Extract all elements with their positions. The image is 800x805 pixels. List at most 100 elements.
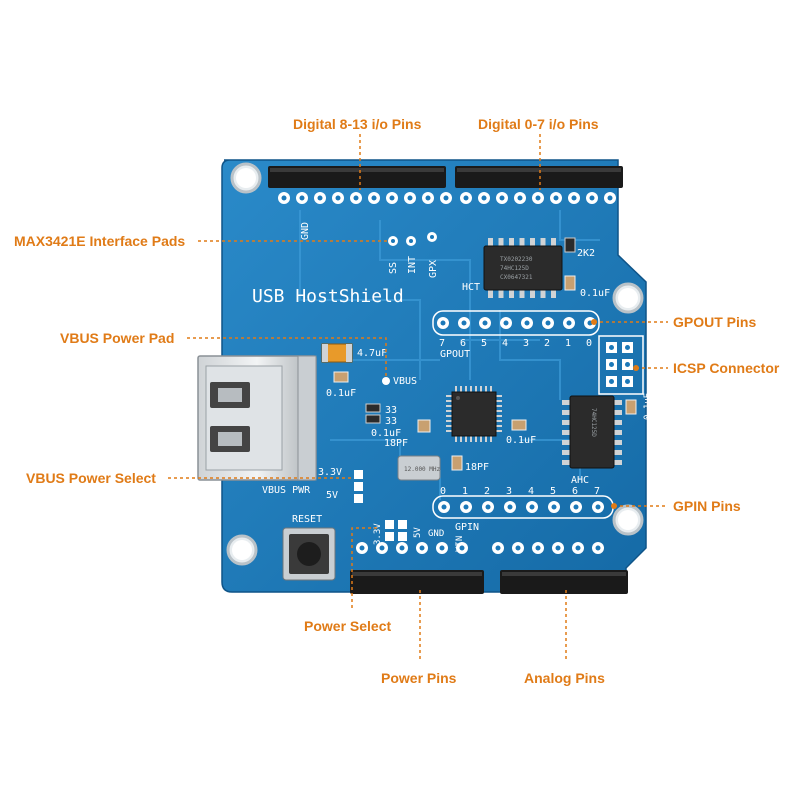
gpout-outline — [432, 310, 600, 336]
gpout-number: 5 — [481, 338, 487, 349]
gpout-number: 4 — [502, 338, 508, 349]
power-pad-hole — [419, 545, 425, 551]
top-pad-hole — [299, 195, 305, 201]
mcu-pin — [470, 386, 472, 392]
gpout-number: 7 — [439, 338, 445, 349]
gpout-pad-hole — [461, 320, 467, 326]
icsp-pad-hole — [625, 362, 630, 367]
gpin-pads — [438, 501, 604, 513]
gpin-pad-hole — [573, 504, 579, 510]
ic1-pin — [551, 288, 556, 298]
silk-vbus-pwr: VBUS PWR — [262, 485, 311, 496]
max3421e-pads — [388, 232, 437, 246]
top-pad-hole — [553, 195, 559, 201]
icsp-pad-hole — [609, 345, 614, 350]
ic2-pin — [614, 420, 622, 425]
silk-01uf-mcu: 0.1uF — [506, 435, 536, 446]
gpout-number: 3 — [523, 338, 529, 349]
ic1-pin — [540, 288, 546, 298]
analog-pad-hole — [515, 545, 521, 551]
cap-mcu — [511, 419, 527, 431]
top-pad-hole — [535, 195, 541, 201]
mcu-pin — [446, 395, 452, 397]
ic2-pin — [614, 430, 622, 435]
gpout-pads — [437, 317, 596, 329]
analog-pad-hole — [575, 545, 581, 551]
mcu-pin — [465, 436, 467, 442]
resistor-33a — [365, 403, 381, 413]
cap-18pf-a — [417, 419, 431, 433]
silk-33a: 33 — [385, 405, 397, 416]
ic1-pin — [519, 288, 525, 298]
icsp-pad-hole — [625, 379, 630, 384]
ic1-pin — [498, 238, 504, 248]
ic1-pin — [540, 238, 546, 248]
ic1-pin — [509, 238, 514, 248]
ic1-pin — [551, 238, 556, 248]
icsp-pad-hole — [609, 362, 614, 367]
mcu-pin — [496, 415, 502, 417]
callout-power-pins: Power Pins — [381, 670, 457, 686]
silk-01uf-top: 0.1uF — [580, 288, 610, 299]
ic2-pin — [562, 410, 570, 415]
mcu-pin — [490, 386, 492, 392]
mounting-holes — [226, 162, 644, 566]
mcu-pin — [446, 400, 452, 402]
gpin-pad-hole — [463, 504, 469, 510]
analog-pad-hole — [535, 545, 541, 551]
digital-0-7-header — [455, 166, 623, 188]
gpin-pad-hole — [441, 504, 447, 510]
mcu-pin — [496, 420, 502, 422]
silk-01uf-right: 0.1uF — [643, 393, 653, 420]
mcu-pin — [475, 436, 477, 442]
gpin-number: 4 — [528, 486, 534, 497]
mcu-pin — [490, 436, 492, 442]
mcu-pin — [446, 420, 452, 422]
ic2-pin — [562, 440, 570, 445]
power-pad-hole — [459, 545, 465, 551]
crystal-12mhz: 12.000 MHz — [397, 455, 441, 481]
ic1-text-bot: CX0647321 — [500, 274, 533, 281]
ic1-pin — [530, 238, 535, 248]
top-pad-hole — [517, 195, 523, 201]
cap-18pf-b — [451, 455, 463, 471]
power-pad-hole — [359, 545, 365, 551]
top-pad-hole — [481, 195, 487, 201]
ic2-pin — [562, 430, 570, 435]
top-pad-hole — [443, 195, 449, 201]
mcu-pin — [470, 436, 472, 442]
top-pad-hole — [589, 195, 595, 201]
top-pad-hole — [371, 195, 377, 201]
top-pad-hole — [607, 195, 613, 201]
ic1-pin — [488, 288, 493, 298]
ic-ahc: 74HC125D — [562, 395, 622, 469]
mcu-pin — [455, 436, 457, 442]
silk-int: INT — [407, 256, 418, 274]
icsp-outline — [598, 335, 644, 395]
bottom-pads — [356, 542, 604, 554]
silk-reset: RESET — [292, 514, 322, 525]
gpout-pad-hole — [524, 320, 530, 326]
gpin-pad-hole — [529, 504, 535, 510]
mcu-pin — [455, 386, 457, 392]
mcu-pin — [496, 405, 502, 407]
gpout-pad-hole — [566, 320, 572, 326]
mcu-pin — [496, 410, 502, 412]
digital-8-13-header — [268, 166, 446, 188]
vbus-pad — [382, 377, 390, 385]
silk-33b: 33 — [385, 416, 397, 427]
callout-leaders — [168, 134, 668, 662]
ic2-pin — [562, 450, 570, 455]
silk-2k2: 2K2 — [577, 248, 595, 259]
gpout-number: 2 — [544, 338, 550, 349]
callout-digital-8-13: Digital 8-13 i/o Pins — [293, 116, 422, 132]
silk-01uf-mid: 0.1uF — [371, 428, 401, 439]
gpin-number: 1 — [462, 486, 468, 497]
silk-gpin: GPIN — [455, 522, 479, 533]
top-pad-hole — [335, 195, 341, 201]
callout-gpin-pins: GPIN Pins — [673, 498, 741, 514]
mcu-pin — [460, 436, 462, 442]
top-pad-hole — [571, 195, 577, 201]
